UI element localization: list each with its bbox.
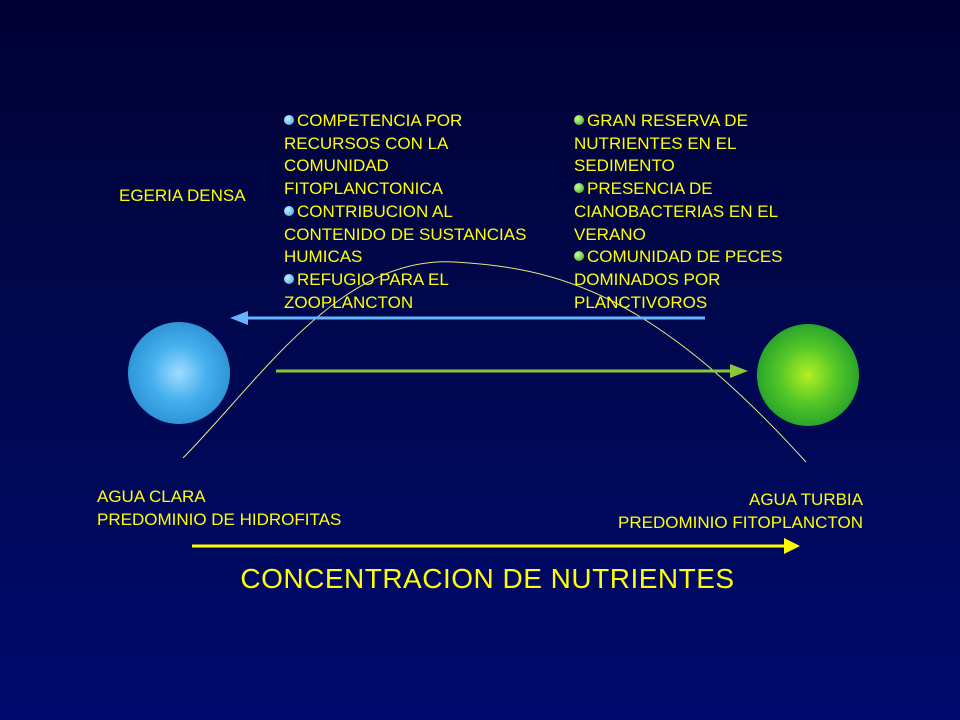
turbid-factor-item-text: SEDIMENTO (574, 156, 675, 176)
turbid-factor-item-text: NUTRIENTES EN EL (574, 133, 737, 153)
turbid-factor-item-1-line-2: NUTRIENTES EN EL (574, 133, 783, 156)
clear-factor-item-text: RECURSOS CON LA (284, 133, 449, 153)
turbid-factor-item-3-line-1: COMUNIDAD DE PECES (574, 246, 783, 269)
turbid-factor-item-2-line-1: PRESENCIA DE (574, 178, 783, 201)
stability-curve (182, 261, 807, 463)
turbid-state-line2: PREDOMINIO FITOPLANCTON (618, 512, 863, 532)
clear-factor-item-text: ZOOPLANCTON (284, 292, 414, 312)
turbid-factor-item-3-line-3: PLANCTIVOROS (574, 292, 783, 315)
turbid-water-state-circle (757, 324, 859, 426)
turbid-factor-item-text: VERANO (574, 224, 646, 244)
clear-state-line2: PREDOMINIO DE HIDROFITAS (97, 509, 342, 529)
clear-water-state-label: AGUA CLARA PREDOMINIO DE HIDROFITAS (97, 486, 341, 531)
clear-factor-item-1-line-4: FITOPLANCTONICA (284, 178, 526, 201)
left-arrow (230, 311, 705, 325)
bullet-icon (284, 205, 294, 216)
turbid-water-state-label: AGUA TURBIA PREDOMINIO FITOPLANCTON (618, 489, 863, 534)
turbid-state-line1: AGUA TURBIA (749, 490, 863, 509)
turbid-factor-item-2-line-2: CIANOBACTERIAS EN EL (574, 201, 783, 224)
turbid-factor-item-3-line-2: DOMINADOS POR (574, 269, 783, 292)
clear-factor-item-text: CONTRIBUCION AL (297, 201, 453, 221)
turbid-water-factor-list: GRAN RESERVA DE NUTRIENTES EN EL SEDIMENTO… (574, 110, 783, 314)
bullet-icon (574, 115, 584, 125)
clear-factor-item-2-line-3: HUMICAS (284, 246, 526, 269)
turbid-factor-item-1-line-1: GRAN RESERVA DE (574, 110, 783, 133)
clear-factor-item-1-line-1: COMPETENCIA POR (284, 110, 526, 133)
clear-factor-item-1-line-3: COMUNIDAD (284, 155, 526, 178)
clear-factor-item-text: HUMICAS (284, 247, 363, 267)
clear-factor-item-1-line-2: RECURSOS CON LA (284, 133, 526, 156)
clear-factor-item-text: COMPETENCIA POR (297, 111, 463, 130)
clear-factor-item-text: FITOPLANCTONICA (284, 179, 444, 199)
turbid-factor-item-2-line-3: VERANO (574, 224, 783, 247)
clear-factor-item-3-line-2: ZOOPLANCTON (284, 292, 526, 315)
clear-water-factor-list: COMPETENCIA POR RECURSOS CON LA COMUNIDAD F… (284, 110, 526, 314)
turbid-factor-item-text: GRAN RESERVA DE (587, 111, 748, 130)
turbid-factor-item-text: DOMINADOS POR (574, 269, 721, 289)
turbid-factor-item-text: CIANOBACTERIAS EN EL (574, 201, 779, 221)
clear-factor-item-3-line-1: REFUGIO PARA EL (284, 269, 526, 292)
clear-factor-item-text: COMUNIDAD (284, 156, 389, 176)
nutrient-axis-arrow (192, 538, 800, 554)
clear-water-state-circle (128, 322, 230, 424)
bullet-icon (574, 251, 584, 262)
bullet-icon (284, 273, 294, 284)
turbid-factor-item-1-line-3: SEDIMENTO (574, 155, 783, 178)
clear-factor-item-2-line-2: CONTENIDO DE SUSTANCIAS (284, 224, 526, 247)
clear-factor-item-text: REFUGIO PARA EL (297, 269, 449, 289)
bullet-icon (284, 115, 294, 125)
clear-factor-item-text: CONTENIDO DE SUSTANCIAS (284, 224, 527, 244)
turbid-factor-item-text: PLANCTIVOROS (574, 292, 708, 312)
bullet-icon (574, 183, 584, 194)
turbid-factor-item-text: PRESENCIA DE (587, 179, 713, 199)
axis-label: CONCENTRACION DE NUTRIENTES (240, 563, 735, 594)
plant-label: EGERIA DENSA (119, 186, 246, 205)
clear-state-line1: AGUA CLARA (97, 487, 206, 506)
turbid-factor-item-text: COMUNIDAD DE PECES (587, 247, 783, 267)
clear-factor-item-2-line-1: CONTRIBUCION AL (284, 201, 526, 224)
right-arrow (276, 364, 748, 378)
